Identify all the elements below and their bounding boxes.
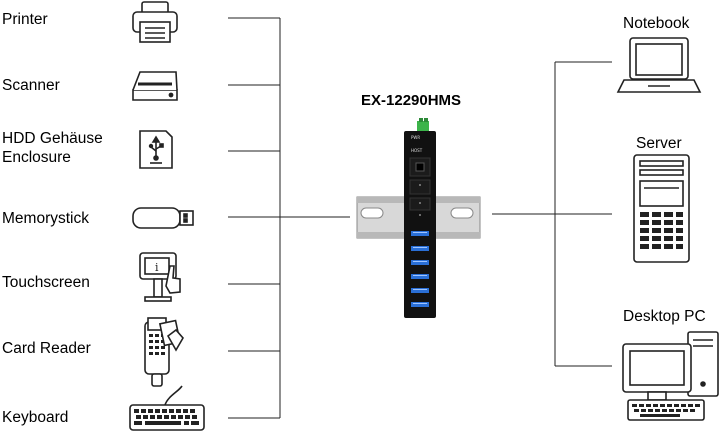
label-notebook: Notebook xyxy=(623,15,690,32)
printer-icon xyxy=(132,1,178,43)
server-icon xyxy=(633,154,690,263)
label-keyboard: Keyboard xyxy=(2,409,69,426)
hub-host-label: HOST xyxy=(411,148,423,153)
hdd-enclosure-icon xyxy=(139,130,173,169)
label-desktop-pc: Desktop PC xyxy=(623,308,706,325)
hub-model-title: EX-12290HMS xyxy=(361,92,462,109)
right-connection-lines xyxy=(492,61,612,367)
hub-pwr-label: PWR xyxy=(411,135,420,140)
keyboard-icon xyxy=(129,385,205,431)
usb-hub-device: PWR HOST xyxy=(404,118,436,318)
label-touchscreen: Touchscreen xyxy=(2,274,90,291)
card-reader-icon xyxy=(144,317,184,387)
desktop-pc-icon xyxy=(622,331,719,421)
label-memorystick: Memorystick xyxy=(2,210,89,227)
touchscreen-kiosk-icon: i xyxy=(139,252,181,302)
notebook-icon xyxy=(616,37,702,93)
svg-text:i: i xyxy=(155,261,159,274)
label-printer: Printer xyxy=(2,11,48,28)
label-hdd-enclosure: HDD Gehäuse Enclosure xyxy=(2,130,103,166)
hub-usb-ports xyxy=(411,231,429,307)
left-connection-lines xyxy=(228,17,350,419)
label-card-reader: Card Reader xyxy=(2,340,91,357)
label-server: Server xyxy=(636,135,682,152)
scanner-icon xyxy=(132,71,178,101)
label-scanner: Scanner xyxy=(2,77,60,94)
usb-stick-icon xyxy=(132,207,194,229)
